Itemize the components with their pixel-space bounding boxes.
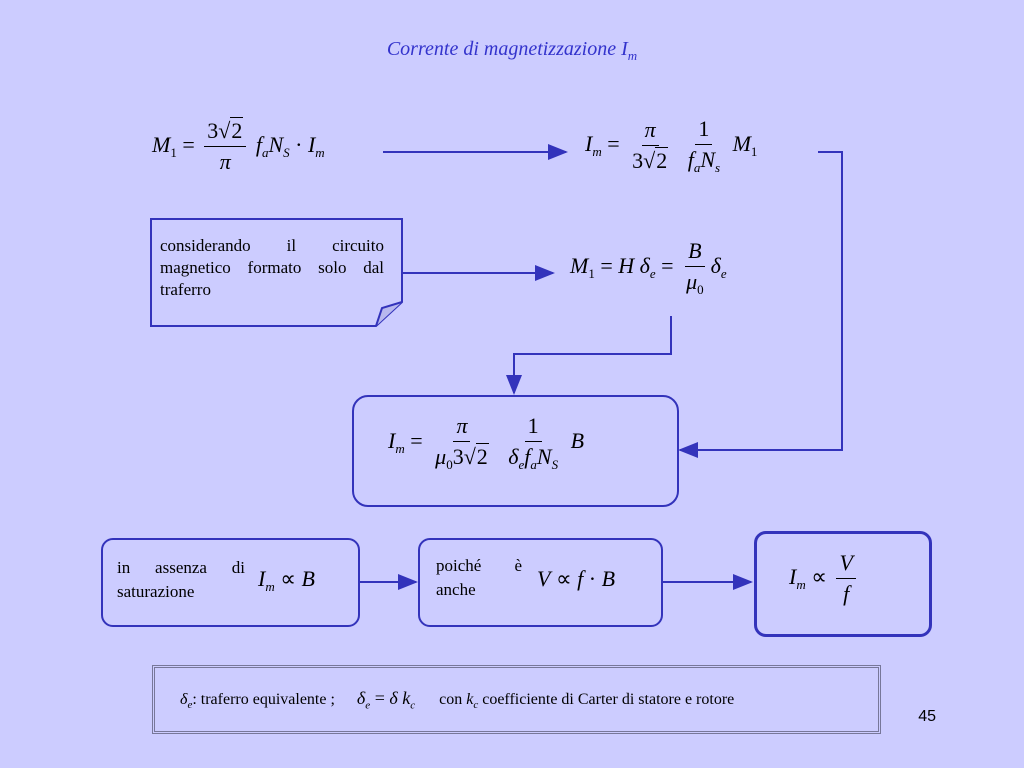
- title-subscript: m: [627, 48, 638, 63]
- page-title: Corrente di magnetizzazione Im: [0, 38, 1024, 64]
- definition-text: : traferro equivalente ;: [192, 691, 335, 708]
- no-saturation-text: in assenza di saturazione: [117, 558, 245, 601]
- definition-line: δe: traferro equivalente ; δe = δ kc con…: [180, 688, 735, 712]
- note-box: considerando il circuito magnetico forma…: [150, 218, 404, 328]
- equation-im-prop-b: Im ∝ B: [258, 566, 315, 594]
- page-number: 45: [918, 708, 936, 725]
- equation-delta-e: δe = δ kc: [356, 688, 416, 712]
- box-no-saturation: in assenza di saturazione Im ∝ B: [101, 538, 360, 627]
- note-frame: [150, 218, 403, 327]
- result-box-im: [352, 395, 679, 507]
- box-poiche: poiché è anche V ∝ f · B: [418, 538, 663, 627]
- title-text: Corrente di magnetizzazione I: [386, 38, 628, 60]
- con-text: con: [439, 691, 463, 708]
- carter-text: coefficiente di Carter di statore e roto…: [482, 691, 735, 708]
- definition-box: [152, 665, 881, 734]
- note-text: considerando il circuito magnetico forma…: [160, 236, 384, 299]
- poiche-text: poiché è anche: [436, 556, 522, 599]
- equation-v-prop-fb: V ∝ f · B: [537, 566, 616, 591]
